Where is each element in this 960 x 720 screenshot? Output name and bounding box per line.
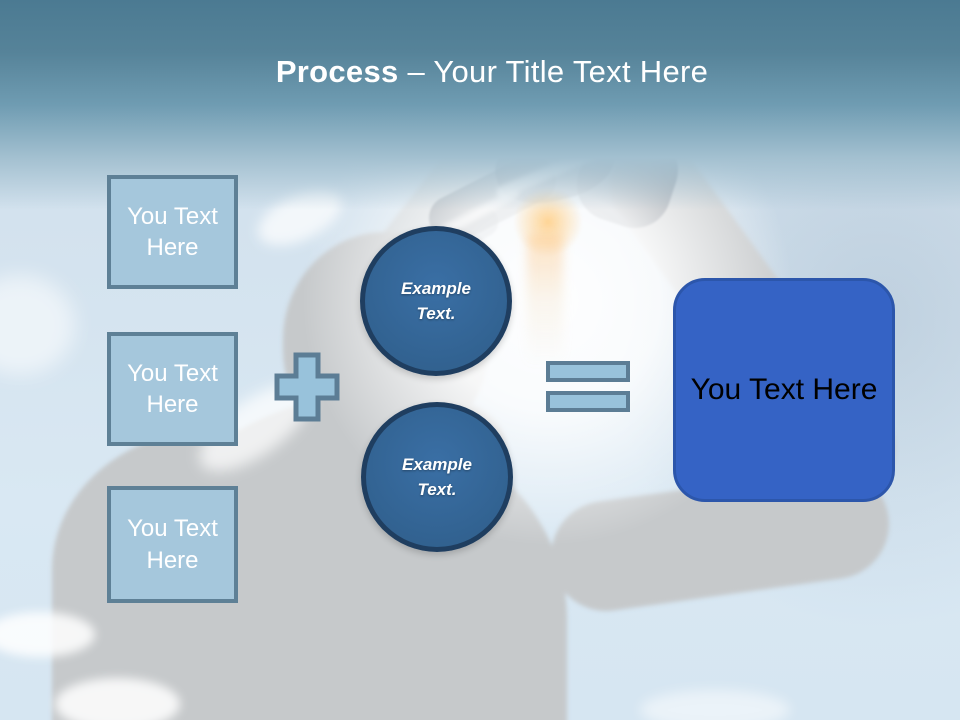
- input-box-2-label: You Text Here: [127, 359, 218, 418]
- input-box-3-label: You Text Here: [127, 515, 218, 574]
- example-circle-2-label: Example Text.: [402, 454, 472, 500]
- cloud: [0, 612, 95, 657]
- example-circle-1-label: Example Text.: [401, 278, 471, 324]
- input-box-3[interactable]: You Text Here: [107, 486, 238, 603]
- slide-title-bold: Process: [275, 54, 399, 89]
- slide-title-rest: – Your Title Text Here: [398, 54, 709, 89]
- lens-flare-streak: [527, 235, 563, 365]
- cloud: [640, 690, 790, 720]
- equals-bar-bottom: [546, 391, 630, 412]
- equals-bar-top: [546, 361, 630, 382]
- example-circle-2[interactable]: Example Text.: [361, 402, 513, 552]
- input-box-1-label: You Text Here: [127, 202, 218, 261]
- input-box-1[interactable]: You Text Here: [107, 175, 238, 289]
- equals-icon: [546, 361, 630, 412]
- cloud: [55, 678, 180, 720]
- example-circle-1[interactable]: Example Text.: [360, 226, 512, 376]
- plus-icon: [274, 352, 340, 422]
- slide-title: Process – Your Title Text Here: [0, 54, 960, 90]
- result-box[interactable]: You Text Here: [673, 278, 895, 502]
- result-box-label: You Text Here: [690, 373, 878, 406]
- input-box-2[interactable]: You Text Here: [107, 332, 238, 446]
